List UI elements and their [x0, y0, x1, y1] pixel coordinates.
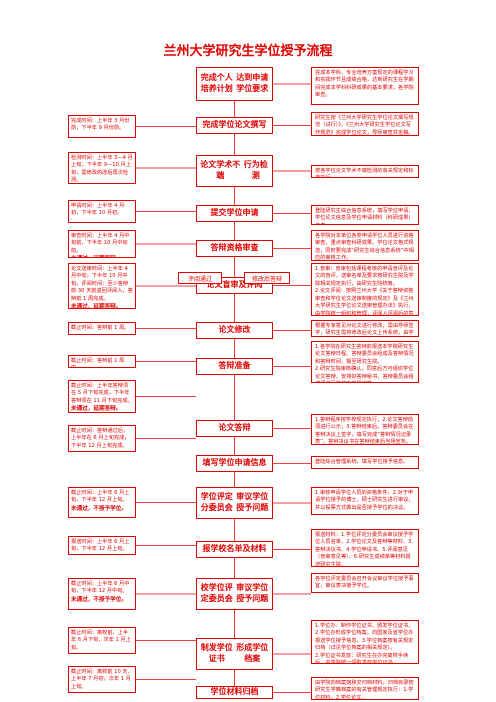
timing-note-1: 完成时间：上半年 3 月份前，下半年 9 月份前。 [68, 115, 136, 138]
timing-note-2: 检测时间：上半年 3—4 月上旬，下半年 9—10 月上旬，需修改的改后再次检测… [68, 152, 136, 184]
timing-note-10: 截止时间：上半年 6 月上旬，下半年 12 月上旬。未通过，不授予学位。 [68, 487, 136, 518]
timing-note-9: 截止时间：答辩通过后，上半年在 6 月上旬完成，下半年 12 月上旬完成。 [68, 425, 136, 452]
description-note-9: 1.答辩程序按学校规定执行，2.论文答辩前须进行公示；3.答辩结束后，答辩委员会… [311, 414, 419, 445]
description-note-15: 由学院向档案馆移交归档材料，归档目录按研究生学籍档案的有关管理规定执行：1.学位… [311, 677, 419, 700]
step-1: 完成个人培养计划达到申请学位要求 [196, 67, 273, 101]
timing-note-14: 截止时间：离校前 10 天，上半年 7 月初，次年 1 月上旬。 [68, 666, 136, 693]
timing-note-12: 截止时间：上半年 6 月中旬，下半年 12 月中旬。未通过，不授予学位。 [68, 578, 136, 610]
description-note-11: 1.审核申请学位人员的资格条件，2.对于申请学位授予的博士、硕士研究生进行审议，… [311, 487, 419, 515]
timing-note-6: 截止时间：答辩前 1 周。 [68, 322, 136, 335]
tag-review-passed: 评阅通过 [178, 272, 222, 284]
step-12: 报学校名单及材料 [196, 541, 273, 558]
description-note-8: 1.各学院在研究生答辩前报送本学院研究生论文答辩日程、答辩委员会组成及答辩情况和… [311, 341, 419, 383]
description-note-2: 研究生按《兰州大学研究生学位论文撰写规范（试行）》、《兰州大学研究生学位论文写作… [311, 112, 419, 136]
step-14: 制发学位证书形成学位档案 [196, 638, 273, 670]
step-15: 学位材料归档 [196, 686, 273, 699]
description-note-7: 根据专家意见对论文进行修改，需由导师签字，研究生需将修改后论文上传系统，由学院审… [311, 320, 419, 337]
timing-note-3: 申请时间：上半年 4 月初，下半年 10 月初。 [68, 200, 136, 223]
step-8: 答辩准备 [196, 358, 273, 375]
description-note-5: 各学院对本单位各类申请学位人员进行资格审查，重点审查科研成果、学位论文格式规范，… [311, 230, 419, 261]
step-13: 校学位评定委员会审议学位授予问题 [196, 578, 273, 610]
timing-note-13: 截止时间：离校前，上半年 6 月下旬，次年 1 月上旬。 [68, 627, 136, 654]
step-10: 填写学位申请信息 [196, 455, 273, 472]
description-note-1: 完成本学科、专业培养方案规定的课程学习和实践环节且成绩合格，达到研究生在学期间完… [311, 67, 419, 105]
timing-note-4: 审查时间：上半年 4 月中旬前，下半年 10 月中旬前。未通过，延期答辩。 [68, 230, 136, 258]
tag-revise-before-defense: 修改后答辩 [244, 272, 290, 284]
page-title: 兰州大学研究生学位授予流程 [163, 44, 333, 59]
step-2: 完成学位论文撰写 [196, 117, 273, 134]
step-5: 答辩资格审查 [196, 240, 273, 257]
description-note-13: 各学位评定委员会召开会议审议学位授予事宜，审议表决授予学位。 [311, 573, 419, 593]
step-7: 论文修改 [196, 322, 273, 339]
step-4: 提交学位申请 [196, 205, 273, 222]
description-note-3: 按各学位论文学术不端检测的有关规定和标准执行。 [311, 165, 419, 178]
description-note-12: 报送材料：1.学位评定分委员会审议授予学位人员名单、2.学位论文及答辩等材料、3… [311, 529, 419, 567]
step-9: 论文答辩 [196, 420, 273, 437]
description-note-10: 登陆综合管理系统，填写学位授予信息。 [311, 456, 419, 469]
timing-note-7: 截止时间：答辩前 1 周内。 [68, 355, 136, 368]
timing-note-11: 报送时间：上半年 6 月上旬，下半年 12 月上旬。 [68, 536, 136, 555]
description-note-6: 1.盲审：盲审包括课程考核的申请盲评及论文的盲评，送审名单及要求按研究生院及学院… [311, 263, 419, 316]
description-note-14: 1.学位办：制作学位证书、颁发学位证书，2.学位办形成学位档案，向国家及省学位办… [311, 620, 419, 664]
step-3: 论文学术不端行为检测 [196, 155, 273, 187]
timing-note-8: 截止时间：上半年答辩须在 5 月下旬完成，下半年答辩须在 11 月下旬完成。未通… [68, 380, 136, 413]
step-11: 学位评定分委员会审议学位授予问题 [196, 487, 273, 519]
description-note-4: 登陆研究生综合信息系统，填写学位申请，学位论文信息及学位申请材料（科研成果）信息… [311, 205, 419, 225]
timing-note-5: 论文送审时间：上半年 4 月中旬，下半年 10 月中旬。评阅时间：至少答辩前 3… [68, 263, 136, 309]
